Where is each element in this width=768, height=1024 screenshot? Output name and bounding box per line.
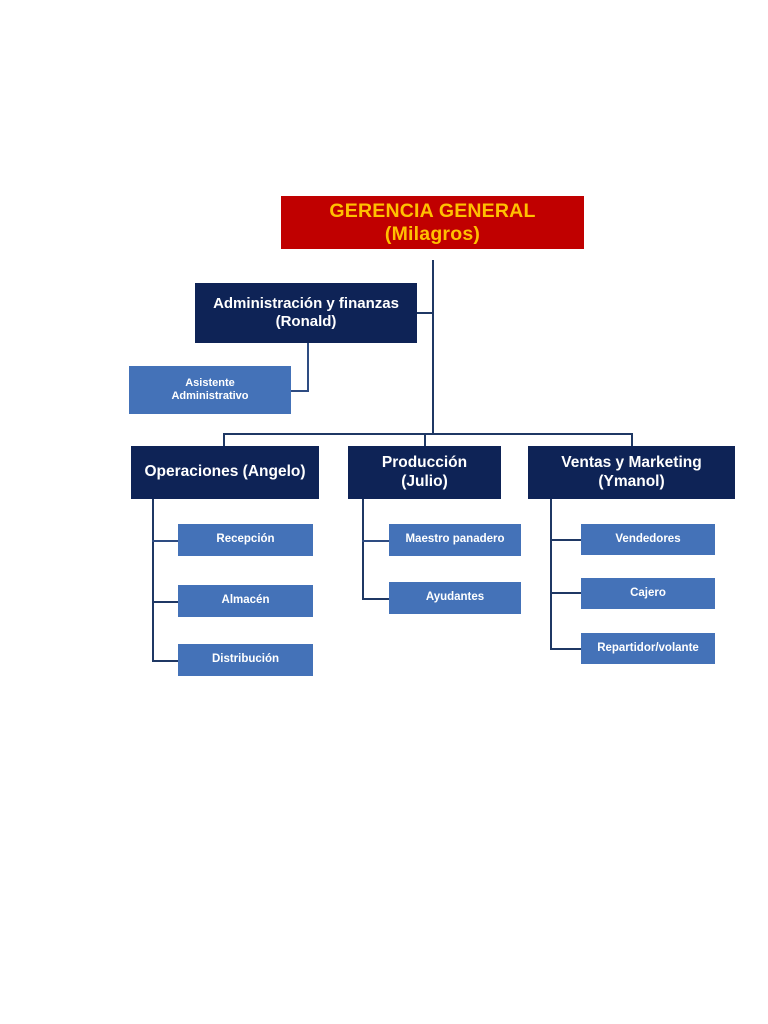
node-maestro-panadero-label: Maestro panadero: [405, 533, 505, 546]
node-vendedores-label: Vendedores: [615, 532, 681, 545]
connector-department-bus: [223, 433, 633, 435]
connector-ventas-spine: [550, 499, 552, 649]
connector-root-trunk: [432, 260, 434, 433]
node-asistente-administrativo[interactable]: Asistente Administrativo: [129, 366, 291, 414]
node-ventas-line2: (Ymanol): [598, 472, 665, 490]
node-administracion-line1: Administración y finanzas: [213, 295, 399, 313]
connector-ventas-to-vendedores: [550, 539, 582, 541]
connector-operaciones-to-recepcion: [152, 540, 180, 542]
connector-operaciones-to-almacen: [152, 601, 180, 603]
connector-ventas-to-cajero: [550, 592, 582, 594]
node-ayudantes[interactable]: Ayudantes: [389, 582, 521, 614]
connector-operaciones-spine: [152, 499, 154, 661]
connector-root-to-administracion: [416, 312, 434, 314]
node-gerencia-general[interactable]: GERENCIA GENERAL (Milagros): [281, 196, 584, 249]
node-produccion-line1: Producción: [381, 454, 468, 472]
connector-drop-operaciones: [223, 433, 225, 446]
connector-administracion-drop: [307, 343, 309, 391]
node-cajero-label: Cajero: [630, 586, 666, 599]
connector-ventas-to-repartidor: [550, 648, 582, 650]
node-operaciones-line1: Operaciones (Angelo): [144, 463, 306, 481]
node-ventas-line1: Ventas y Marketing: [561, 454, 702, 472]
node-distribucion[interactable]: Distribución: [178, 644, 313, 676]
node-gerencia-general-line1: GERENCIA GENERAL: [329, 199, 536, 222]
node-administracion-finanzas[interactable]: Administración y finanzas (Ronald): [195, 283, 417, 343]
node-asistente-line1: Asistente: [185, 377, 235, 390]
node-repartidor-label: Repartidor/volante: [597, 641, 699, 654]
connector-drop-produccion: [424, 433, 426, 446]
node-operaciones[interactable]: Operaciones (Angelo): [131, 446, 319, 499]
node-gerencia-general-line2: (Milagros): [384, 222, 481, 245]
connector-produccion-spine: [362, 499, 364, 599]
node-repartidor-volante[interactable]: Repartidor/volante: [581, 633, 715, 664]
connector-drop-ventas: [631, 433, 633, 446]
node-produccion-line2: (Julio): [401, 472, 448, 490]
node-ayudantes-label: Ayudantes: [425, 591, 485, 604]
node-ventas-marketing[interactable]: Ventas y Marketing (Ymanol): [528, 446, 735, 499]
node-administracion-line2: (Ronald): [275, 313, 337, 330]
node-cajero[interactable]: Cajero: [581, 578, 715, 609]
node-asistente-line2: Administrativo: [171, 390, 249, 402]
node-almacen-label: Almacén: [221, 594, 270, 607]
connector-produccion-to-maestro: [362, 540, 390, 542]
node-recepcion[interactable]: Recepción: [178, 524, 313, 556]
node-produccion[interactable]: Producción (Julio): [348, 446, 501, 499]
node-distribucion-label: Distribución: [211, 653, 280, 666]
node-almacen[interactable]: Almacén: [178, 585, 313, 617]
node-recepcion-label: Recepción: [216, 533, 275, 546]
node-maestro-panadero[interactable]: Maestro panadero: [389, 524, 521, 556]
node-vendedores[interactable]: Vendedores: [581, 524, 715, 555]
connector-operaciones-to-distribucion: [152, 660, 180, 662]
connector-produccion-to-ayudantes: [362, 598, 390, 600]
connector-administracion-to-asistente: [291, 390, 309, 392]
